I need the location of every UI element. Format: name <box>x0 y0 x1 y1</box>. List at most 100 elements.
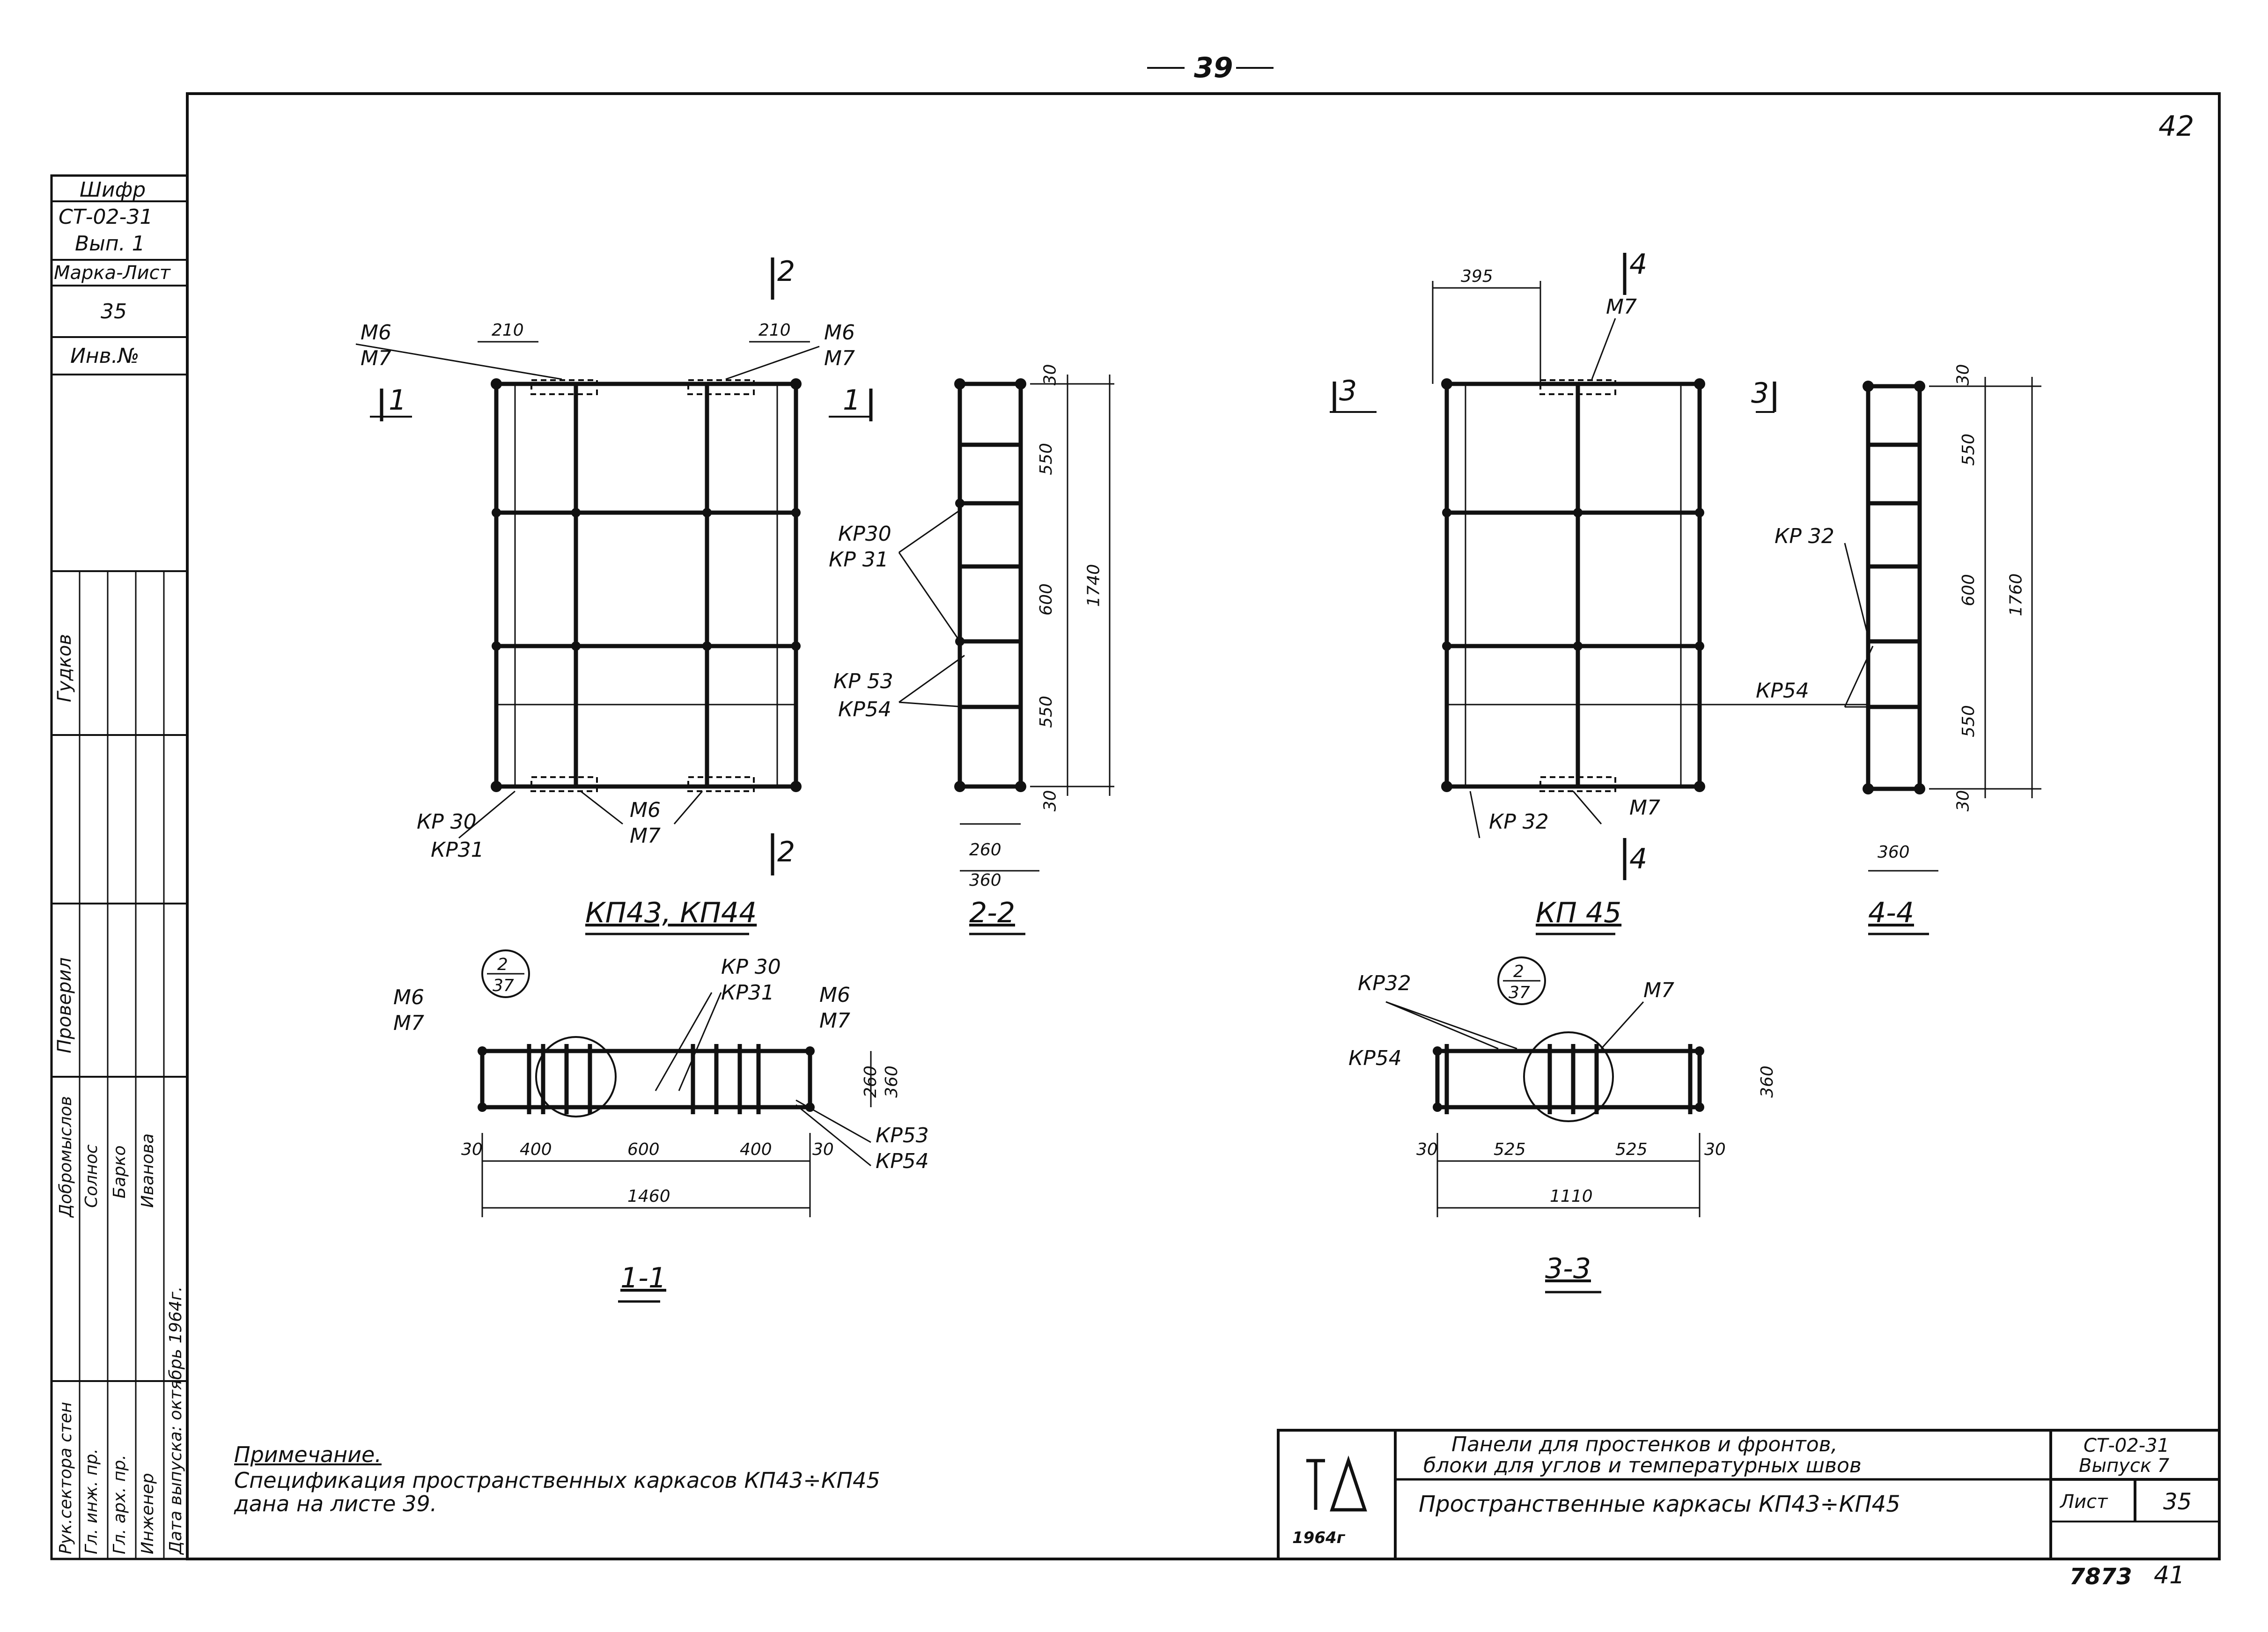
note-heading: Примечание. <box>234 1442 382 1467</box>
s11-dim-e: 30 <box>812 1140 834 1159</box>
s11-dim-c: 600 <box>627 1140 660 1159</box>
kp45-cut4-top: 4 <box>1629 248 1648 281</box>
stamp-role-2: Гл. инж. пр. <box>82 1448 101 1554</box>
stamp-role-4: Инженер <box>138 1473 157 1554</box>
s44-dim-d2: 600 <box>1959 574 1978 606</box>
s11-dim-h1: 260 <box>861 1066 880 1098</box>
stamp-name-4: Иванова <box>138 1133 157 1208</box>
s33-title: 3-3 <box>1545 1252 1591 1285</box>
s22-dim-w2: 360 <box>969 871 1001 890</box>
s22-dim-d1: 550 <box>1036 443 1056 475</box>
kp45-m7-top: М7 <box>1606 295 1637 319</box>
kp43-title: КП43, КП44 <box>585 897 757 929</box>
kp45-title: КП 45 <box>1536 897 1622 929</box>
title-block-drawing-title: Пространственные каркасы КП43÷КП45 <box>1419 1491 1900 1517</box>
s33-dim-h: 360 <box>1757 1066 1777 1098</box>
stamp-role-1: Рук.сектора стен <box>56 1402 75 1554</box>
s33-kp54: КР54 <box>1348 1046 1402 1070</box>
s11-callout-top: 2 <box>497 955 508 974</box>
s44-dim-top: 30 <box>1953 364 1973 386</box>
s33-dim-b: 525 <box>1494 1140 1526 1159</box>
note-line-2: дана на листе 39. <box>234 1491 437 1516</box>
stamp-code-issue: Вып. 1 <box>75 232 145 256</box>
corner-number: 42 <box>2158 110 2194 143</box>
stamp-code-header: Шифр <box>80 178 146 202</box>
kp43-m7-right: М7 <box>824 346 855 370</box>
s44-dim-w: 360 <box>1878 843 1910 862</box>
s11-m6-left: М6 <box>393 985 424 1009</box>
section-3-3-frame <box>1435 1044 1702 1114</box>
title-block-project-line-2: блоки для углов и температурных швов <box>1423 1454 1862 1478</box>
s11-dim-h2: 360 <box>882 1066 901 1098</box>
stamp-code-value: СТ-02-31 <box>59 205 153 229</box>
section-1-1-frame <box>480 1044 812 1114</box>
archive-suffix: 41 <box>2154 1561 2185 1589</box>
s33-m7: М7 <box>1643 978 1674 1002</box>
kp43-m6-bottom: М6 <box>630 798 661 822</box>
s33-dim-d: 30 <box>1704 1140 1726 1159</box>
kp43-elevation-frame <box>494 382 798 789</box>
s11-kp53: КР53 <box>876 1124 929 1147</box>
kp45-dim-offset: 395 <box>1461 267 1493 286</box>
s11-dim-b: 400 <box>520 1140 552 1159</box>
page-number: 39 <box>1194 51 1233 84</box>
section-4-4-frame <box>1866 384 1922 791</box>
s33-dim-a: 30 <box>1416 1140 1438 1159</box>
kp43-dim-left-offset: 210 <box>492 321 524 340</box>
kp43-cut1-right: 1 <box>843 384 861 417</box>
archive-number: 7873 <box>2069 1564 2132 1590</box>
stamp-mark-sheet-value: 35 <box>101 300 127 323</box>
stamp-release-date: Дата выпуска: октябрь 1964г. <box>166 1286 185 1554</box>
kp45-kp32: КР 32 <box>1489 810 1549 834</box>
title-block-project-line-1: Панели для простенков и фронтов, <box>1451 1433 1838 1456</box>
s33-dim-c: 525 <box>1615 1140 1648 1159</box>
s33-dim-total: 1110 <box>1550 1187 1593 1206</box>
s44-kp32: КР 32 <box>1775 524 1834 548</box>
s22-dim-top: 30 <box>1040 364 1060 386</box>
kp45-elevation-frame <box>1444 382 1702 789</box>
s33-callout-bottom: 37 <box>1509 983 1530 1002</box>
kp43-cut2-bottom: 2 <box>777 836 795 868</box>
note-line-1: Спецификация пространственных каркасов К… <box>234 1468 880 1493</box>
s11-kp54: КР54 <box>876 1149 929 1173</box>
kp43-dim-right-offset: 210 <box>758 321 791 340</box>
title-block-sheet-value: 35 <box>2163 1489 2192 1515</box>
s11-m7-right: М7 <box>819 1009 850 1033</box>
stamp-name-1: Добромыслов <box>56 1096 75 1217</box>
s22-dim-d3: 550 <box>1036 696 1056 728</box>
stamp-name-3: Барко <box>110 1145 129 1198</box>
s44-kp54: КР54 <box>1756 679 1809 703</box>
s11-title: 1-1 <box>620 1262 666 1294</box>
title-block-issue: Выпуск 7 <box>2079 1455 2170 1477</box>
section-2-2-frame <box>957 382 1023 789</box>
s11-m6-right: М6 <box>819 983 850 1007</box>
kp45-m7-bottom: М7 <box>1629 796 1660 820</box>
s11-kp31: КР31 <box>721 981 774 1005</box>
kp43-m6-right: М6 <box>824 321 855 345</box>
title-block-sheet-label: Лист <box>2060 1491 2108 1513</box>
stamp-upper-name-1: Гудков <box>54 634 75 702</box>
s22-dim-d2: 600 <box>1036 583 1056 616</box>
stamp-upper-name-2: Проверил <box>54 957 75 1053</box>
kp45-cut4-bottom: 4 <box>1629 843 1648 875</box>
s22-dim-bottom: 30 <box>1040 790 1060 812</box>
s22-kp30: КР30 <box>838 522 891 546</box>
stamp-role-3: Гл. арх. пр. <box>110 1455 129 1554</box>
s22-kp54: КР54 <box>838 698 891 721</box>
stamp-mark-sheet-header: Марка-Лист <box>54 262 170 284</box>
kp43-cut2-top: 2 <box>777 255 795 288</box>
s44-dim-total: 1760 <box>2006 573 2026 617</box>
s33-callout-top: 2 <box>1513 962 1524 981</box>
s22-dim-w1: 260 <box>969 840 1001 860</box>
kp43-cut1-left: 1 <box>389 384 407 417</box>
kp43-kp31: КР31 <box>431 838 484 862</box>
s22-dim-total: 1740 <box>1084 564 1104 607</box>
s22-kp31: КР 31 <box>829 548 889 572</box>
s44-title: 4-4 <box>1868 897 1914 929</box>
stamp-inv-header: Инв.№ <box>70 344 140 368</box>
s44-dim-d1: 550 <box>1959 434 1978 466</box>
kp43-m7-left: М7 <box>361 346 391 370</box>
s11-kp30: КР 30 <box>721 955 781 979</box>
s11-dim-d: 400 <box>740 1140 772 1159</box>
